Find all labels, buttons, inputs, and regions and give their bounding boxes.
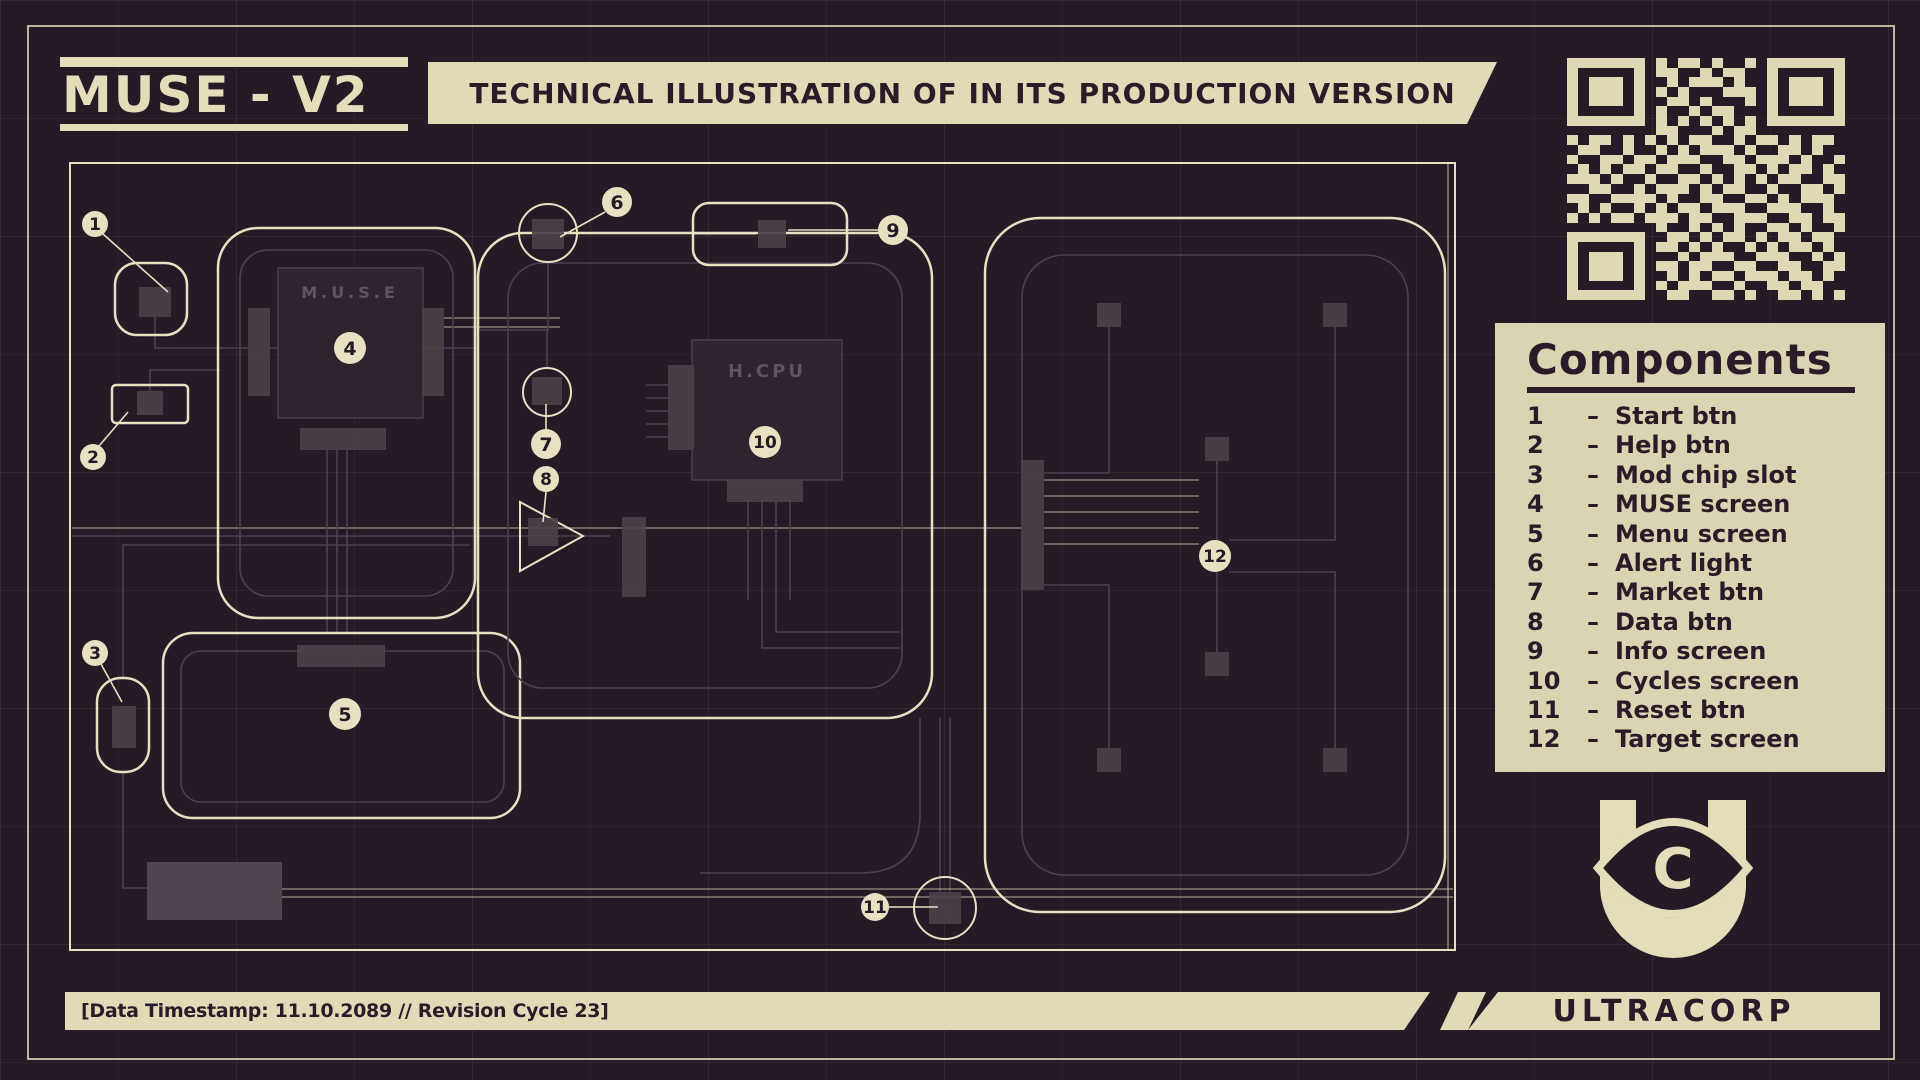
alert-light-shape (518, 203, 578, 263)
callout-6: 6 (602, 187, 632, 217)
title-top-bar (60, 57, 408, 67)
help-button-shape (110, 383, 190, 425)
timestamp-bar: [Data Timestamp: 11.10.2089 // Revision … (65, 992, 1430, 1030)
info-screen-panel (691, 201, 849, 267)
market-button-shape (522, 367, 572, 417)
callout-8-label: 8 (540, 470, 552, 490)
diagram-frame (69, 162, 1456, 951)
callout-2: 2 (80, 444, 106, 470)
callout-leader-lines (98, 211, 938, 908)
callout-1: 1 (82, 211, 108, 237)
callout-4-label: 4 (343, 338, 356, 360)
callout-7: 7 (531, 429, 561, 459)
outer-border-frame (27, 25, 1895, 1060)
ultracorp-logo-icon: C (1592, 800, 1754, 958)
list-item: 10–Cycles screen (1527, 666, 1800, 695)
callout-12-label: 12 (1203, 547, 1227, 567)
components-panel: Components 1–Start btn 2–Help btn 3–Mod … (1495, 323, 1885, 772)
components-title: Components (1527, 337, 1855, 393)
callout-3-label: 3 (89, 644, 101, 664)
list-item: 7–Market btn (1527, 578, 1765, 607)
callout-9: 9 (878, 215, 908, 245)
callout-11-label: 11 (863, 898, 887, 918)
callout-1-label: 1 (89, 215, 101, 235)
product-title-block: MUSE - V2 (60, 57, 408, 131)
components-list: 1–Start btn 2–Help btn 3–Mod chip slot 4… (1527, 402, 1855, 755)
title-underline-bar (60, 124, 408, 131)
list-item: 9–Info screen (1527, 637, 1767, 666)
start-button-shape (113, 261, 189, 337)
list-item: 8–Data btn (1527, 607, 1733, 636)
callout-9-label: 9 (886, 220, 899, 242)
ultracorp-brand-text: ULTRACORP (1552, 993, 1796, 1029)
subtitle-text: TECHNICAL ILLUSTRATION OF IN ITS PRODUCT… (469, 76, 1456, 110)
list-item: 3–Mod chip slot (1527, 460, 1797, 489)
menu-screen-panel (161, 631, 522, 820)
eye-icon (1592, 817, 1754, 919)
timestamp-text: [Data Timestamp: 11.10.2089 // Revision … (81, 1000, 609, 1022)
product-title: MUSE - V2 (62, 66, 370, 124)
callout-7-label: 7 (539, 434, 552, 456)
list-item: 5–Menu screen (1527, 519, 1788, 548)
callout-5-label: 5 (338, 704, 351, 726)
data-button-triangle (519, 500, 586, 573)
list-item: 1–Start btn (1527, 402, 1738, 430)
list-item: 12–Target screen (1527, 725, 1800, 754)
callout-10-label: 10 (753, 433, 777, 453)
mod-chip-slot-shape (95, 676, 151, 774)
callout-2-label: 2 (87, 448, 99, 468)
callout-11: 11 (861, 893, 889, 921)
muse-screen-panel: M.U.S.E (216, 226, 477, 620)
list-item: 2–Help btn (1527, 431, 1731, 460)
hcpu-chip-label: H.CPU (728, 361, 806, 382)
reset-button-shape (913, 876, 977, 940)
list-item: 6–Alert light (1527, 549, 1752, 578)
callout-3: 3 (82, 640, 108, 666)
muse-chip-label: M.U.S.E (301, 283, 399, 302)
callout-10: 10 (749, 426, 781, 458)
subtitle-banner: TECHNICAL ILLUSTRATION OF IN ITS PRODUCT… (428, 62, 1497, 124)
ultracorp-banner: ULTRACORP (1468, 992, 1880, 1030)
callout-8: 8 (533, 466, 559, 492)
callout-6-label: 6 (610, 192, 623, 214)
callout-12: 12 (1199, 540, 1231, 572)
qr-code (1567, 58, 1845, 300)
target-screen-panel (983, 216, 1447, 914)
list-item: 11–Reset btn (1527, 696, 1746, 725)
misc-block (147, 862, 282, 920)
callout-4: 4 (334, 332, 366, 364)
list-item: 4–MUSE screen (1527, 490, 1791, 519)
callout-5: 5 (329, 698, 361, 730)
logo-letter: C (1652, 837, 1693, 902)
